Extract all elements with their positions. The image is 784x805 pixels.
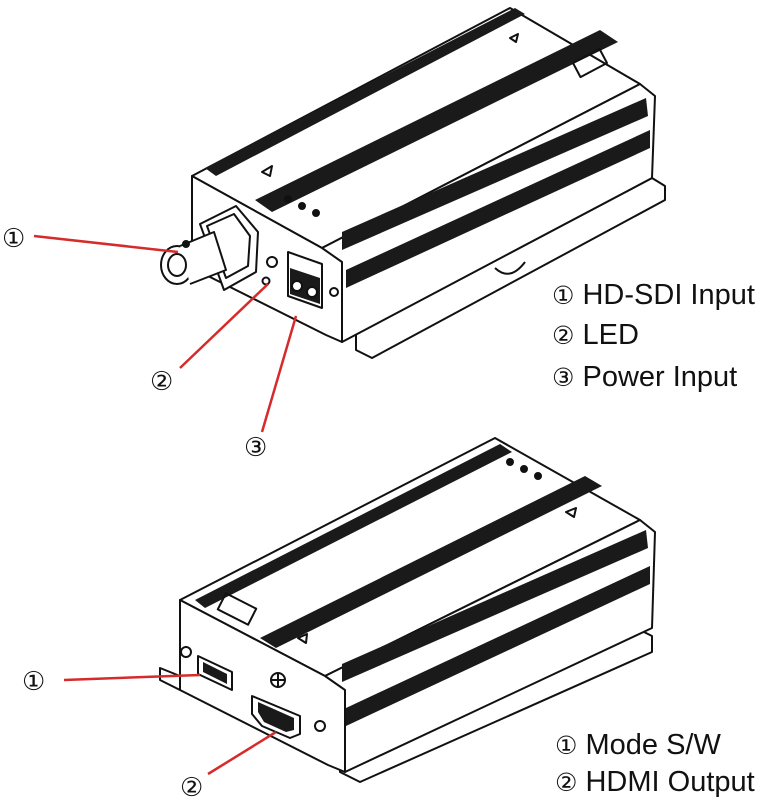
leader-line-hd-sdi — [33, 234, 179, 254]
side-stripe-1 — [342, 98, 648, 250]
legend-bottom-item-1: ① Mode S/W — [555, 731, 721, 760]
side-stripe-2 — [346, 130, 650, 288]
bottom-side-stripe-1 — [342, 530, 648, 682]
power-terminal — [287, 251, 323, 309]
mode-switch — [197, 655, 233, 691]
legend-marker: ③ — [552, 363, 575, 392]
legend-top-item-2: ② LED — [552, 321, 639, 350]
top-stripe-1 — [205, 8, 525, 176]
legend-label-hd-sdi-input: HD-SDI Input — [582, 279, 755, 311]
top-stripe-2 — [255, 30, 618, 212]
legend-top-item-3: ③ Power Input — [552, 363, 737, 392]
legend-bottom-item-2: ② HDMI Output — [555, 768, 755, 797]
callout-2-top: ② — [150, 367, 173, 397]
leader-line-hdmi — [207, 730, 277, 776]
legend-label-led: LED — [582, 319, 639, 351]
leader-line-led — [179, 283, 269, 369]
bottom-top-stripe-1 — [195, 444, 512, 608]
legend-label-hdmi-output: HDMI Output — [585, 766, 755, 798]
legend-label-mode-sw: Mode S/W — [585, 729, 721, 761]
bnc-connector — [160, 205, 259, 291]
callout-1-top: ① — [2, 224, 25, 254]
bottom-device-front-face — [179, 599, 346, 773]
callout-3-top: ③ — [244, 433, 267, 463]
bottom-side-stripe-2 — [346, 566, 650, 726]
legend-marker: ② — [552, 321, 575, 350]
top-device — [160, 7, 666, 359]
legend-top-item-1: ① HD-SDI Input — [552, 281, 755, 310]
callout-2-bottom: ② — [180, 773, 203, 803]
callout-1-bottom: ① — [22, 667, 45, 697]
led-indicator — [266, 256, 278, 268]
legend-label-power-input: Power Input — [582, 361, 738, 393]
bottom-top-stripe-2 — [260, 476, 602, 648]
hdmi-port — [251, 695, 301, 739]
legend-marker: ① — [552, 281, 575, 310]
legend-marker: ① — [555, 731, 578, 760]
leader-line-power — [260, 315, 298, 433]
bottom-device — [159, 437, 656, 783]
legend-marker: ② — [555, 768, 578, 797]
leader-line-mode-switch — [63, 673, 201, 682]
